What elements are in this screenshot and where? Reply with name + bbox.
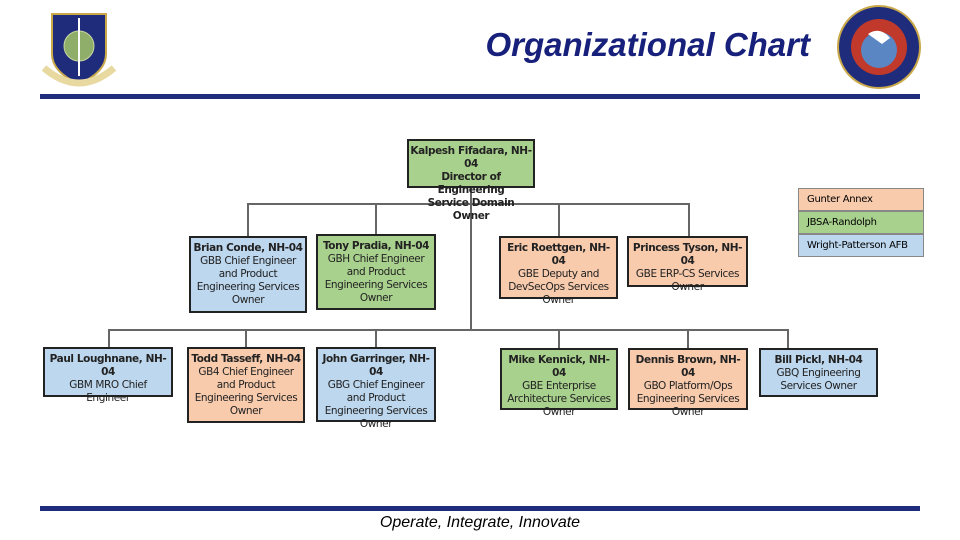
org-box[interactable]: Dennis Brown, NH-04 GBO Platform/Ops Eng… [628,348,748,418]
connector [245,329,247,348]
connector [558,329,560,348]
person-role: Service Domain Owner [427,197,515,222]
connector [247,203,249,237]
person-name: Mike Kennick, NH-04 [508,354,610,379]
connector [375,203,377,235]
footer-divider [40,506,920,511]
person-name: Princess Tyson, NH-04 [632,242,743,267]
person-name: Kalpesh Fifadara, NH-04 [410,145,532,170]
legend-jbsa-randolph: JBSA-Randolph [798,211,924,234]
person-role: GBQ Engineering Services Owner [776,367,861,392]
person-name: Eric Roettgen, NH-04 [507,242,610,267]
org-box[interactable]: Eric Roettgen, NH-04 GBE Deputy and DevS… [499,236,618,306]
header-divider [40,94,920,99]
tagline: Operate, Integrate, Innovate [379,514,581,531]
person-role: GBE Deputy and DevSecOps Services Owner [508,268,609,306]
legend-wright-patterson: Wright-Patterson AFB [798,234,924,257]
person-name: Bill Pickl, NH-04 [774,354,863,366]
connector [558,203,560,237]
person-role: GBH Chief Engineer and Product Engineeri… [324,253,428,304]
person-role: GBO Platform/Ops Engineering Services Ow… [636,380,740,418]
person-role: GB4 Chief Engineer and Product Engineeri… [194,366,298,417]
person-role: GBE ERP-CS Services Owner [635,268,740,293]
person-name: Todd Tasseff, NH-04 [191,353,301,365]
person-role: Director of Engineering [437,171,505,196]
page-title: Organizational Chart [485,26,810,63]
org-box[interactable]: Mike Kennick, NH-04 GBE Enterprise Archi… [500,348,618,418]
air-force-lcmc-logo [41,13,117,87]
org-box[interactable]: Princess Tyson, NH-04 GBE ERP-CS Service… [627,236,748,293]
person-role: GBM MRO Chief Engineer [69,379,147,404]
bes-seal-logo [837,5,921,89]
person-role: GBE Enterprise Architecture Services Own… [507,380,611,418]
person-name: Dennis Brown, NH-04 [635,354,741,379]
org-box[interactable]: Todd Tasseff, NH-04 GB4 Chief Engineer a… [187,347,305,423]
person-role: GBG Chief Engineer and Product Engineeri… [324,379,428,430]
connector [109,329,789,331]
org-box[interactable]: Bill Pickl, NH-04 GBQ Engineering Servic… [759,348,878,397]
person-name: John Garringer, NH-04 [322,353,430,378]
connector [248,203,690,205]
org-box[interactable]: Paul Loughnane, NH-04 GBM MRO Chief Engi… [43,347,173,404]
person-name: Brian Conde, NH-04 [193,242,303,254]
person-name: Tony Pradia, NH-04 [322,240,430,252]
legend-gunter-annex: Gunter Annex [798,188,924,211]
connector [108,329,110,348]
connector [470,187,472,331]
org-box[interactable]: Brian Conde, NH-04 GBB Chief Engineer an… [189,236,307,313]
org-box-director[interactable]: Kalpesh Fifadara, NH-04 Director of Engi… [407,139,535,222]
org-box[interactable]: John Garringer, NH-04 GBG Chief Engineer… [316,347,436,430]
connector [687,329,689,348]
person-role: GBB Chief Engineer and Product Engineeri… [196,255,300,306]
connector [688,203,690,237]
org-box[interactable]: Tony Pradia, NH-04 GBH Chief Engineer an… [316,234,436,310]
connector [375,329,377,348]
person-name: Paul Loughnane, NH-04 [49,353,167,378]
connector [787,329,789,348]
